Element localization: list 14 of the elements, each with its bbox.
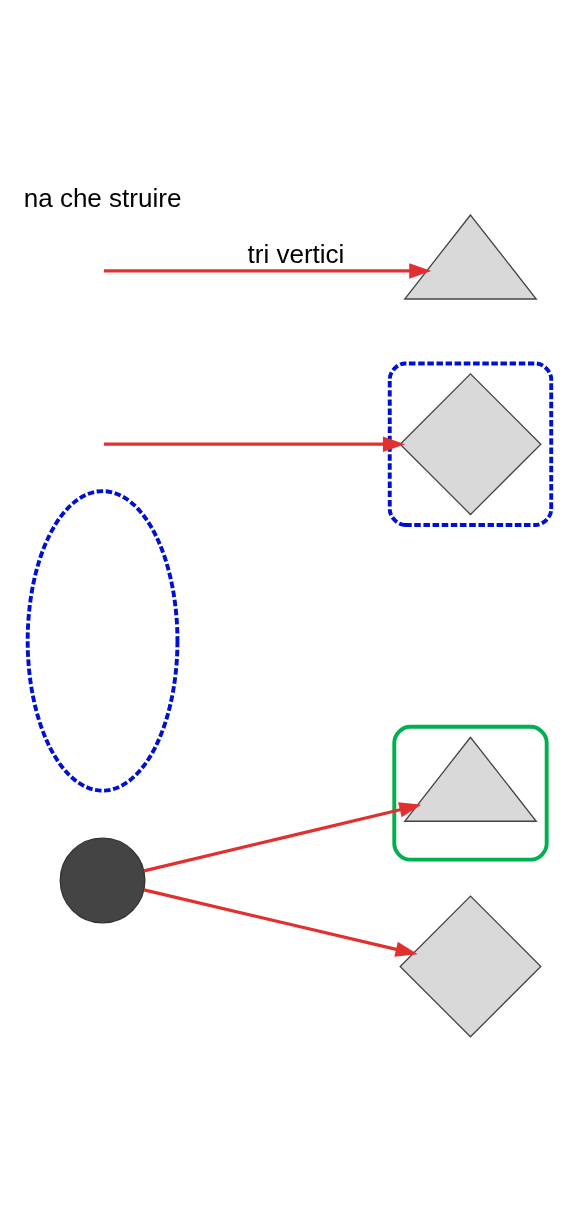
node-triangle <box>403 213 538 300</box>
arrow <box>103 263 432 279</box>
arrow <box>103 436 406 452</box>
cluster <box>392 724 549 862</box>
arrow <box>143 888 418 957</box>
label: na che struire <box>23 183 182 214</box>
node-triangle <box>403 736 538 822</box>
node-ellipse <box>25 489 180 793</box>
cluster <box>387 361 554 527</box>
node-circle <box>59 837 146 924</box>
node-diamond <box>399 895 542 1038</box>
arrow <box>143 802 422 873</box>
edge-label: tri vertici <box>247 239 345 270</box>
node-diamond <box>399 372 542 516</box>
